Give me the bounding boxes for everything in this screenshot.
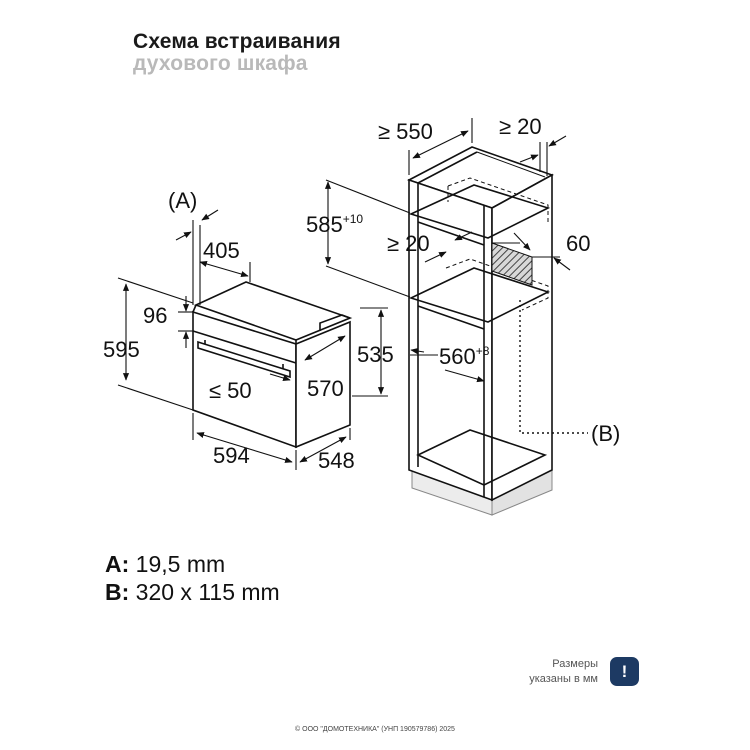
dim-cabinet-niche-width-tol: +8 bbox=[476, 344, 490, 358]
dim-cabinet-niche-height-tol: +10 bbox=[343, 212, 364, 226]
dim-oven-depth-top: 405 bbox=[203, 238, 240, 263]
units-note: Размеры указаны в мм bbox=[529, 657, 598, 687]
page-subtitle: духового шкафа bbox=[133, 52, 308, 75]
dim-cabinet-niche-height: 585+10 bbox=[306, 212, 363, 237]
oven-dimensions bbox=[117, 209, 388, 470]
exclamation-icon: ! bbox=[610, 657, 639, 686]
legend-b-value: 320 x 115 mm bbox=[135, 579, 280, 605]
legend-a: A: 19,5 mm bbox=[105, 551, 225, 578]
cabinet-dimensions bbox=[324, 118, 571, 383]
copyright-footer: © ООО "ДОМОТЕХНИКА" (УНП 190579786) 2025 bbox=[295, 726, 455, 733]
dim-cabinet-niche-width-value: 560 bbox=[439, 344, 476, 369]
label-cabinet-b: (B) bbox=[591, 421, 620, 446]
cabinet-drawing bbox=[406, 146, 588, 516]
legend-b-key: B: bbox=[105, 579, 130, 605]
page-title: Схема встраивания bbox=[133, 30, 341, 53]
dim-cabinet-depth: ≥ 550 bbox=[378, 119, 433, 144]
dim-oven-gap: ≤ 50 bbox=[209, 378, 252, 403]
dim-oven-inner-height: 535 bbox=[357, 342, 394, 367]
dim-cabinet-niche-width: 560+8 bbox=[439, 344, 490, 369]
dim-oven-width: 594 bbox=[213, 443, 250, 468]
dim-cabinet-shelf-gap: ≥ 20 bbox=[387, 231, 430, 256]
dim-oven-front-offset: 96 bbox=[143, 303, 167, 328]
oven-drawing bbox=[192, 281, 353, 449]
units-note-line1: Размеры bbox=[552, 658, 598, 670]
legend-a-key: A: bbox=[105, 551, 130, 577]
dim-cabinet-vent: 60 bbox=[566, 231, 590, 256]
dim-oven-height: 595 bbox=[103, 337, 140, 362]
dim-oven-depth: 548 bbox=[318, 448, 355, 473]
label-oven-a: (A) bbox=[168, 188, 197, 213]
legend-b: B: 320 x 115 mm bbox=[105, 579, 280, 606]
legend-a-value: 19,5 mm bbox=[135, 551, 226, 577]
dim-cabinet-niche-height-value: 585 bbox=[306, 212, 343, 237]
dim-cabinet-top-clearance: ≥ 20 bbox=[499, 114, 542, 139]
dim-oven-inner-depth: 570 bbox=[307, 376, 344, 401]
units-note-line2: указаны в мм bbox=[529, 673, 598, 685]
